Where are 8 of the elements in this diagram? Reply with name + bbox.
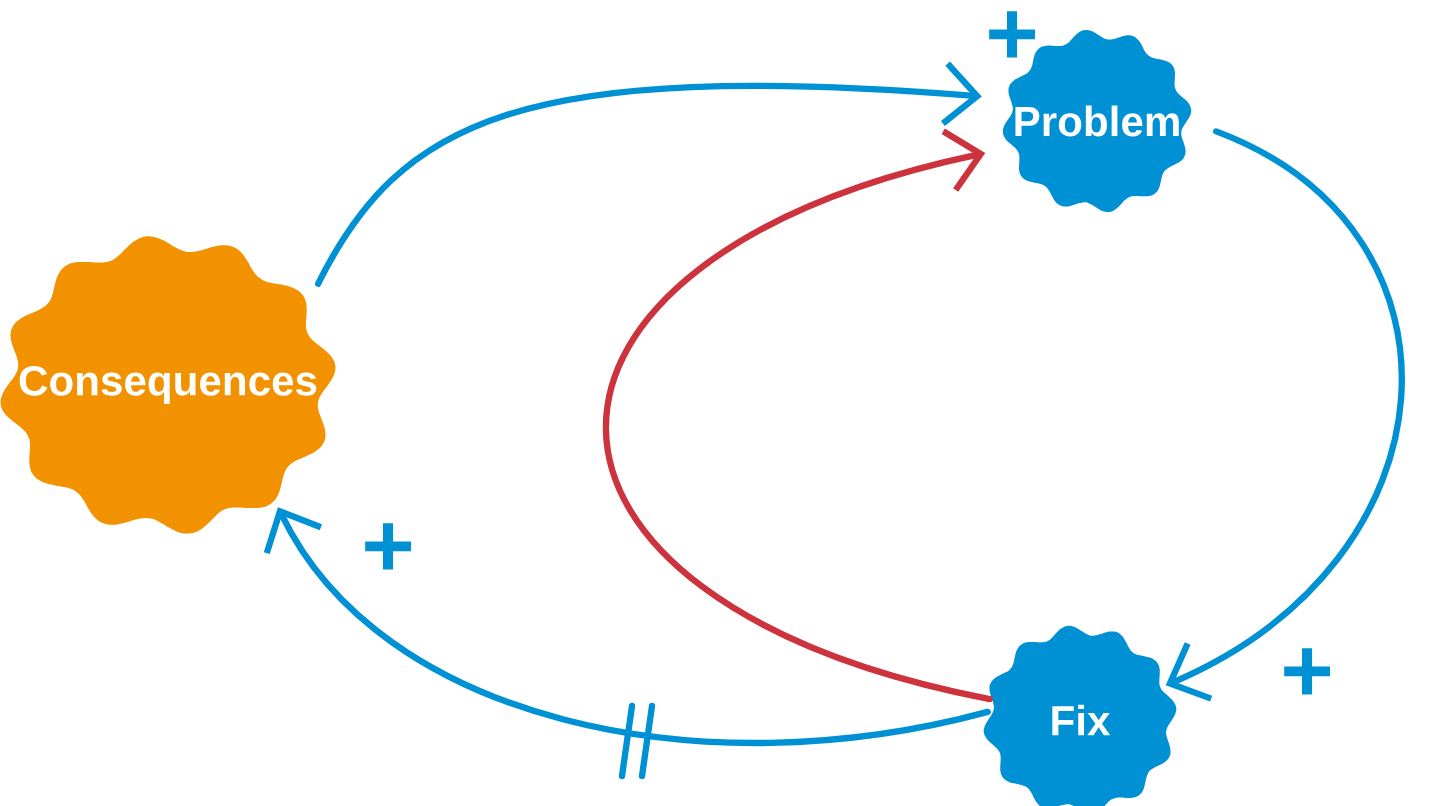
wavy-node: Fix [983,625,1177,806]
arrow [314,61,982,287]
wavy-node: Consequences [0,236,336,534]
edge-label: + [1284,648,1330,695]
arrow [602,128,993,703]
edge-label: + [365,523,411,570]
arrow [263,507,991,747]
arrow [1165,128,1405,702]
